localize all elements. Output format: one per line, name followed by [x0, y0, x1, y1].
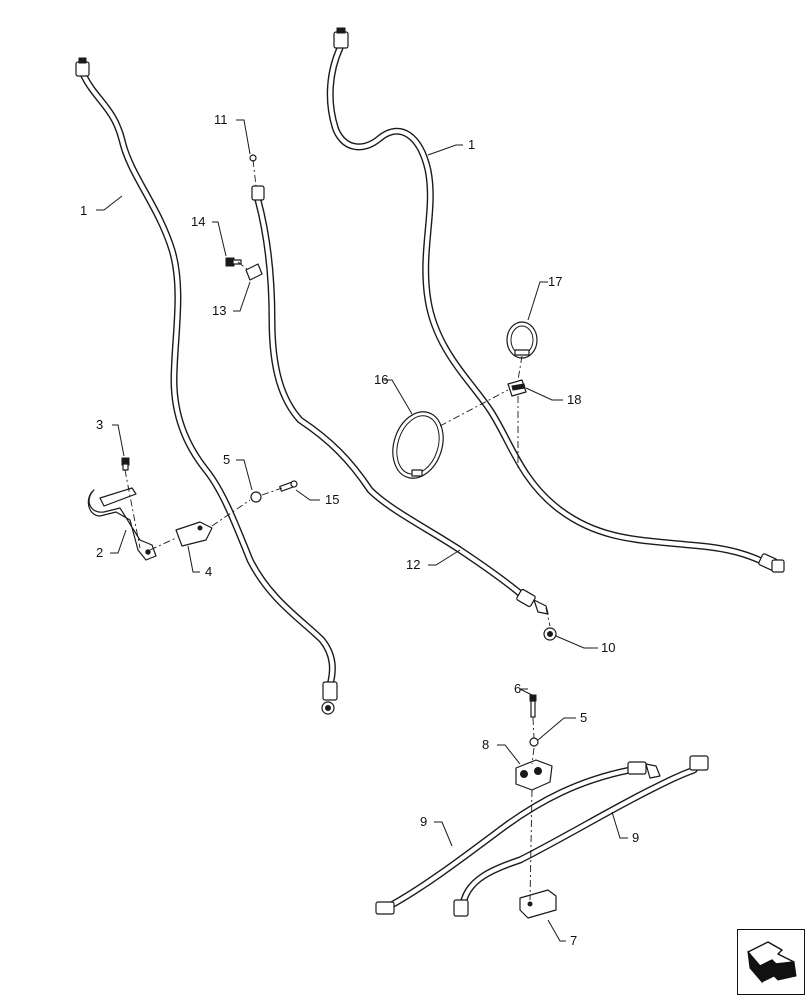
clamp-17[interactable]	[506, 321, 538, 359]
fitting-10[interactable]	[543, 627, 557, 641]
hose-9-upper[interactable]	[375, 761, 661, 915]
callout-9-left: 9	[420, 814, 427, 829]
hose-1-left-bottom-fitting	[321, 681, 338, 715]
fastener-18[interactable]	[507, 379, 527, 397]
hose-1-right-end-fitting	[758, 553, 785, 573]
clamp-block-8[interactable]	[515, 759, 553, 791]
callout-18: 18	[567, 392, 581, 407]
assembly-lines	[124, 159, 551, 901]
callout-13: 13	[212, 303, 226, 318]
callout-5-bottom: 5	[580, 710, 587, 725]
callout-15: 15	[325, 492, 339, 507]
callout-1-left: 1	[80, 203, 87, 218]
callout-11: 11	[214, 112, 228, 127]
bracket-2[interactable]	[87, 487, 157, 561]
callout-3: 3	[96, 417, 103, 432]
band-clamp-16[interactable]	[385, 405, 452, 485]
clamp-4[interactable]	[175, 521, 213, 547]
hose-9-lower-left-fitting	[453, 899, 469, 917]
washer-5-top[interactable]	[250, 491, 262, 503]
screw-15[interactable]	[279, 480, 298, 492]
callout-14: 14	[191, 214, 205, 229]
callout-4: 4	[205, 564, 212, 579]
screw-6[interactable]	[529, 694, 537, 718]
hose-1-right-top-fitting	[333, 27, 349, 49]
hose-1-right[interactable]	[326, 27, 785, 573]
callout-2: 2	[96, 545, 103, 560]
screw-3[interactable]	[121, 457, 130, 471]
hose-9-upper-elbow	[645, 763, 661, 779]
callout-7: 7	[570, 933, 577, 948]
hose-9-lower-right-fitting	[689, 755, 709, 771]
next-page-arrow-icon	[747, 941, 797, 984]
callout-10: 10	[601, 640, 615, 655]
callout-16: 16	[374, 372, 388, 387]
hose-12[interactable]	[251, 185, 549, 615]
clip-13[interactable]	[245, 263, 263, 281]
hose-1-left-top-fitting	[75, 57, 90, 77]
callout-5-top: 5	[223, 452, 230, 467]
callout-17: 17	[548, 274, 562, 289]
hose-9-upper-right-fitting	[627, 761, 647, 775]
leader-lines	[96, 119, 628, 942]
callout-1-right: 1	[468, 137, 475, 152]
hose-12-top-fitting	[251, 185, 265, 201]
callout-8: 8	[482, 737, 489, 752]
callout-12: 12	[406, 557, 420, 572]
next-page-button[interactable]	[737, 929, 805, 995]
hose-9-lower[interactable]	[453, 755, 709, 917]
washer-5-bottom[interactable]	[529, 737, 539, 747]
callout-6: 6	[514, 681, 521, 696]
bracket-7[interactable]	[519, 889, 557, 919]
callout-9-right: 9	[632, 830, 639, 845]
hose-1-left[interactable]	[75, 57, 338, 715]
callouts: 1 1 2 3 4 5 5 6 7 8 9 9 10 11 12 13 14 1…	[80, 112, 639, 948]
hose-9-upper-left-fitting	[375, 901, 395, 915]
hose-12-bottom-fitting	[516, 588, 549, 615]
bolt-14[interactable]	[225, 257, 242, 267]
